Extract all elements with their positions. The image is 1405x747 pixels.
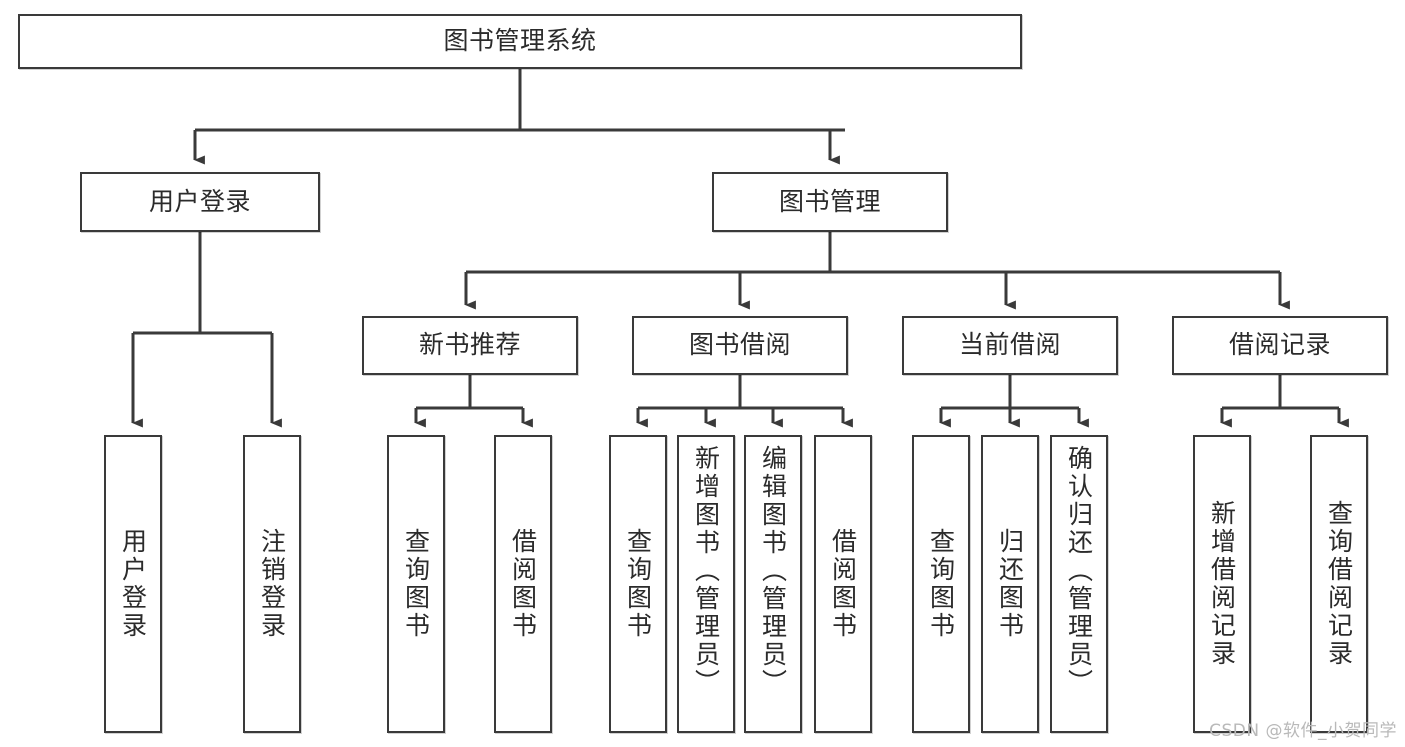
- node-leaf-borrow-book-2[interactable]: 借阅图书: [814, 435, 872, 733]
- node-leaf-return-book[interactable]: 归还图书: [981, 435, 1039, 733]
- node-leaf-confirm-return[interactable]: 确认归还（管理员）: [1050, 435, 1108, 733]
- node-leaf-query-book-3[interactable]: 查询图书: [912, 435, 970, 733]
- node-leaf-query-book-1[interactable]: 查询图书: [387, 435, 445, 733]
- node-leaf-query-record[interactable]: 查询借阅记录: [1310, 435, 1368, 733]
- node-leaf-borrow-book-2-label: 借阅图书: [828, 528, 858, 640]
- node-current-borrow[interactable]: 当前借阅: [902, 316, 1118, 375]
- node-leaf-user-login-label: 用户登录: [118, 528, 148, 640]
- node-current-borrow-label: 当前借阅: [958, 330, 1061, 360]
- node-user-login-label: 用户登录: [148, 186, 251, 216]
- node-book-borrow-label: 图书借阅: [688, 330, 791, 360]
- node-leaf-add-record-label: 新增借阅记录: [1207, 500, 1237, 668]
- node-borrow-record-label: 借阅记录: [1228, 330, 1331, 360]
- node-leaf-borrow-book-1-label: 借阅图书: [508, 528, 538, 640]
- node-leaf-edit-book-label: 编辑图书（管理员）: [758, 445, 788, 697]
- node-leaf-return-book-label: 归还图书: [995, 528, 1025, 640]
- node-user-login[interactable]: 用户登录: [80, 172, 320, 232]
- node-new-book-recommend-label: 新书推荐: [418, 330, 521, 360]
- node-book-management[interactable]: 图书管理: [712, 172, 948, 232]
- node-leaf-query-book-1-label: 查询图书: [401, 528, 431, 640]
- node-root-label: 图书管理系统: [443, 26, 597, 56]
- node-borrow-record[interactable]: 借阅记录: [1172, 316, 1388, 375]
- node-leaf-user-logout[interactable]: 注销登录: [243, 435, 301, 733]
- node-leaf-query-book-2[interactable]: 查询图书: [609, 435, 667, 733]
- node-new-book-recommend[interactable]: 新书推荐: [362, 316, 578, 375]
- node-leaf-edit-book[interactable]: 编辑图书（管理员）: [744, 435, 802, 733]
- node-book-management-label: 图书管理: [778, 186, 881, 216]
- node-leaf-add-book[interactable]: 新增图书（管理员）: [677, 435, 735, 733]
- node-root[interactable]: 图书管理系统: [18, 14, 1022, 69]
- node-leaf-query-book-3-label: 查询图书: [926, 528, 956, 640]
- node-leaf-borrow-book-1[interactable]: 借阅图书: [494, 435, 552, 733]
- node-book-borrow[interactable]: 图书借阅: [632, 316, 848, 375]
- node-leaf-confirm-return-label: 确认归还（管理员）: [1064, 445, 1094, 697]
- node-leaf-query-record-label: 查询借阅记录: [1324, 500, 1354, 668]
- node-leaf-add-book-label: 新增图书（管理员）: [691, 445, 721, 697]
- node-leaf-user-login[interactable]: 用户登录: [104, 435, 162, 733]
- node-leaf-user-logout-label: 注销登录: [257, 528, 287, 640]
- node-leaf-add-record[interactable]: 新增借阅记录: [1193, 435, 1251, 733]
- node-leaf-query-book-2-label: 查询图书: [623, 528, 653, 640]
